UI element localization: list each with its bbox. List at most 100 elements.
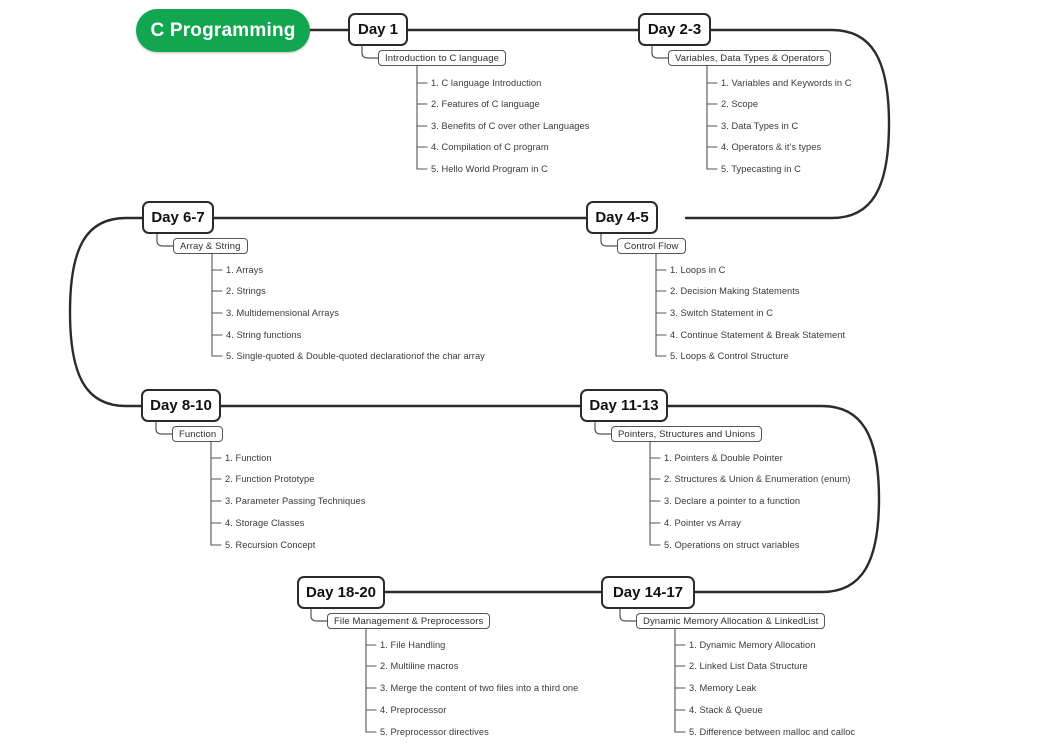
day-node-3[interactable]: Day 6-7 bbox=[142, 201, 214, 234]
day-node-label: Day 8-10 bbox=[150, 397, 212, 414]
list-item-label: 4. Operators & it's types bbox=[721, 142, 822, 152]
day-node-label: Day 4-5 bbox=[595, 209, 649, 226]
day-node-5[interactable]: Day 8-10 bbox=[141, 389, 221, 422]
list-item[interactable]: 1. Loops in C bbox=[670, 265, 725, 276]
list-item[interactable]: 4. Pointer vs Array bbox=[664, 518, 741, 529]
list-item-label: 2. Multiline macros bbox=[380, 661, 459, 671]
topic-node-5[interactable]: Function bbox=[172, 426, 224, 442]
list-item[interactable]: 1. Dynamic Memory Allocation bbox=[689, 640, 815, 651]
day-node-label: Day 1 bbox=[357, 21, 399, 38]
list-item[interactable]: 1. C language Introduction bbox=[431, 78, 541, 89]
list-item[interactable]: 3. Data Types in C bbox=[721, 121, 798, 132]
list-item-label: 3. Data Types in C bbox=[721, 121, 799, 131]
day-node-label: Day 11-13 bbox=[589, 397, 659, 414]
list-item-label: 1. Arrays bbox=[226, 265, 264, 275]
list-item[interactable]: 2. Scope bbox=[721, 99, 758, 110]
list-item-label: 5. Typecasting in C bbox=[721, 164, 801, 174]
list-item-label: 5. Difference between malloc and calloc bbox=[689, 727, 856, 737]
list-item-label: 2. Strings bbox=[226, 286, 266, 296]
list-item[interactable]: 5. Preprocessor directives bbox=[380, 727, 489, 738]
list-item[interactable]: 2. Linked List Data Structure bbox=[689, 661, 808, 672]
day-node-4[interactable]: Day 4-5 bbox=[586, 201, 658, 234]
list-item-label: 3. Parameter Passing Techniques bbox=[225, 496, 366, 506]
day-node-7[interactable]: Day 18-20 bbox=[297, 576, 385, 609]
day-node-label: Day 6-7 bbox=[151, 209, 205, 226]
topic-node-label: Control Flow bbox=[624, 240, 679, 252]
list-item[interactable]: 5. Loops & Control Structure bbox=[670, 351, 789, 362]
list-item[interactable]: 2. Features of C language bbox=[431, 99, 540, 110]
topic-node-6[interactable]: Pointers, Structures and Unions bbox=[611, 426, 763, 442]
list-item-label: 4. Continue Statement & Break Statement bbox=[670, 330, 846, 340]
list-item-label: 3. Switch Statement in C bbox=[670, 308, 773, 318]
list-item[interactable]: 5. Single-quoted & Double-quoted declara… bbox=[226, 351, 485, 362]
list-item[interactable]: 2. Strings bbox=[226, 286, 266, 297]
list-item-label: 1. Dynamic Memory Allocation bbox=[689, 640, 816, 650]
list-item-label: 1. Function bbox=[225, 453, 272, 463]
list-item-label: 3. Declare a pointer to a function bbox=[664, 496, 801, 506]
list-item-label: 5. Preprocessor directives bbox=[380, 727, 489, 737]
list-item[interactable]: 5. Hello World Program in C bbox=[431, 164, 548, 175]
list-item[interactable]: 2. Decision Making Statements bbox=[670, 286, 800, 297]
topic-node-label: Array & String bbox=[180, 240, 241, 252]
list-item[interactable]: 4. Operators & it's types bbox=[721, 142, 821, 153]
list-item-label: 4. Pointer vs Array bbox=[664, 518, 741, 528]
list-item-label: 2. Function Prototype bbox=[225, 474, 315, 484]
list-item-label: 4. Stack & Queue bbox=[689, 705, 763, 715]
topic-node-label: Function bbox=[179, 428, 217, 440]
list-item[interactable]: 1. Pointers & Double Pointer bbox=[664, 453, 783, 464]
list-item[interactable]: 5. Typecasting in C bbox=[721, 164, 801, 175]
list-item[interactable]: 4. Storage Classes bbox=[225, 518, 304, 529]
list-item-label: 5. Operations on struct variables bbox=[664, 540, 800, 550]
list-item[interactable]: 1. Variables and Keywords in C bbox=[721, 78, 852, 89]
list-item[interactable]: 3. Parameter Passing Techniques bbox=[225, 496, 365, 507]
root-node[interactable]: C Programming bbox=[136, 9, 310, 52]
list-item[interactable]: 2. Structures & Union & Enumeration (enu… bbox=[664, 474, 851, 485]
list-item[interactable]: 2. Multiline macros bbox=[380, 661, 458, 672]
day-node-2[interactable]: Day 2-3 bbox=[638, 13, 711, 46]
list-item-label: 2. Scope bbox=[721, 99, 759, 109]
list-item[interactable]: 4. Stack & Queue bbox=[689, 705, 763, 716]
list-item[interactable]: 5. Recursion Concept bbox=[225, 540, 315, 551]
list-item[interactable]: 1. Arrays bbox=[226, 265, 263, 276]
list-item-label: 4. String functions bbox=[226, 330, 302, 340]
topic-node-2[interactable]: Variables, Data Types & Operators bbox=[668, 50, 832, 66]
list-item-label: 3. Merge the content of two files into a… bbox=[380, 683, 579, 693]
list-item-label: 2. Structures & Union & Enumeration (enu… bbox=[664, 474, 851, 484]
list-item[interactable]: 3. Switch Statement in C bbox=[670, 308, 773, 319]
list-item-label: 2. Linked List Data Structure bbox=[689, 661, 808, 671]
topic-node-label: Variables, Data Types & Operators bbox=[675, 52, 825, 64]
list-item[interactable]: 4. Preprocessor bbox=[380, 705, 446, 716]
root-node-label: C Programming bbox=[150, 19, 296, 41]
list-item[interactable]: 4. String functions bbox=[226, 330, 301, 341]
list-item-label: 1. File Handling bbox=[380, 640, 446, 650]
topic-node-1[interactable]: Introduction to C language bbox=[378, 50, 507, 66]
list-item[interactable]: 1. File Handling bbox=[380, 640, 445, 651]
list-item[interactable]: 3. Benefits of C over other Languages bbox=[431, 121, 589, 132]
list-item-label: 4. Preprocessor bbox=[380, 705, 447, 715]
list-item[interactable]: 5. Operations on struct variables bbox=[664, 540, 800, 551]
list-item[interactable]: 3. Memory Leak bbox=[689, 683, 756, 694]
day-node-6[interactable]: Day 11-13 bbox=[580, 389, 668, 422]
list-item-label: 5. Recursion Concept bbox=[225, 540, 316, 550]
list-item[interactable]: 4. Compilation of C program bbox=[431, 142, 549, 153]
topic-node-8[interactable]: Dynamic Memory Allocation & LinkedList bbox=[636, 613, 826, 629]
list-item[interactable]: 2. Function Prototype bbox=[225, 474, 314, 485]
list-item-label: 4. Compilation of C program bbox=[431, 142, 549, 152]
list-item[interactable]: 1. Function bbox=[225, 453, 272, 464]
list-item-label: 5. Loops & Control Structure bbox=[670, 351, 789, 361]
list-item[interactable]: 4. Continue Statement & Break Statement bbox=[670, 330, 845, 341]
day-node-1[interactable]: Day 1 bbox=[348, 13, 408, 46]
list-item[interactable]: 3. Multidemensional Arrays bbox=[226, 308, 339, 319]
list-item[interactable]: 3. Merge the content of two files into a… bbox=[380, 683, 578, 694]
list-item-label: 4. Storage Classes bbox=[225, 518, 305, 528]
topic-node-7[interactable]: File Management & Preprocessors bbox=[327, 613, 491, 629]
day-node-8[interactable]: Day 14-17 bbox=[601, 576, 695, 609]
list-item[interactable]: 5. Difference between malloc and calloc bbox=[689, 727, 855, 738]
day-node-label: Day 2-3 bbox=[647, 21, 702, 38]
topic-node-3[interactable]: Array & String bbox=[173, 238, 248, 254]
topic-node-4[interactable]: Control Flow bbox=[617, 238, 686, 254]
topic-node-label: Introduction to C language bbox=[385, 52, 500, 64]
list-item[interactable]: 3. Declare a pointer to a function bbox=[664, 496, 800, 507]
list-item-label: 1. Loops in C bbox=[670, 265, 726, 275]
